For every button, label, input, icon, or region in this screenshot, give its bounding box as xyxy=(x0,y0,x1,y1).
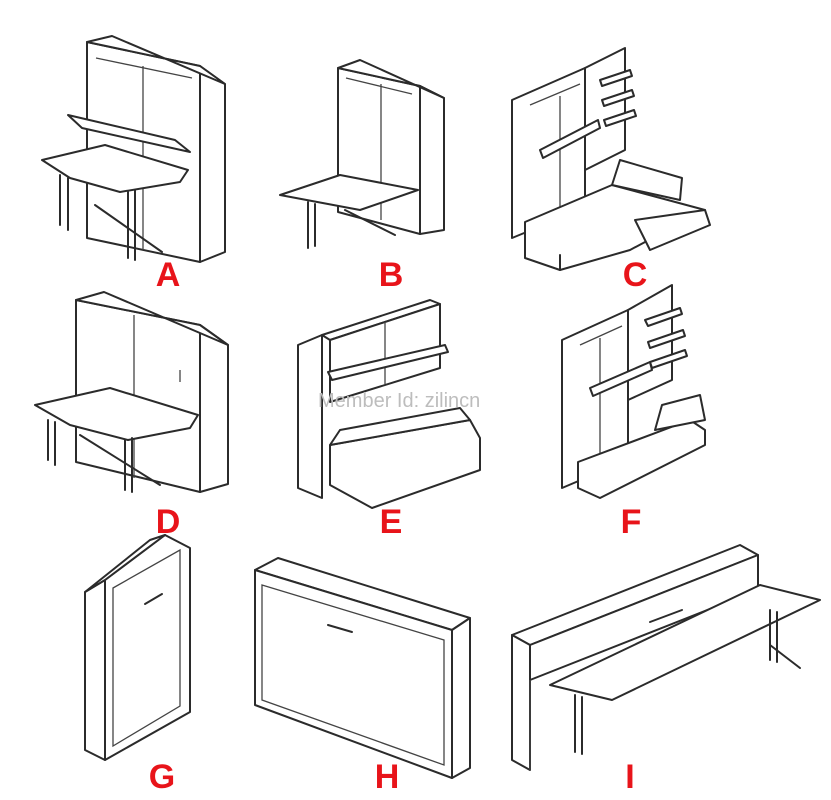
wall-bed-desk-a xyxy=(41,35,226,263)
label-a: A xyxy=(155,256,181,294)
label-h: H xyxy=(374,758,400,796)
horizontal-wall-bed-table-i xyxy=(511,544,821,771)
label-e: E xyxy=(379,503,403,541)
wall-bed-sofa-e xyxy=(297,299,481,509)
vertical-wall-bed-g xyxy=(84,534,191,761)
wall-bed-desk-d xyxy=(34,291,229,493)
label-i: I xyxy=(625,758,635,796)
label-b: B xyxy=(378,256,404,294)
wall-bed-table-b xyxy=(279,59,445,249)
label-d: D xyxy=(155,503,181,541)
label-c: C xyxy=(622,256,648,294)
watermark: Member Id: zilincn xyxy=(318,390,481,412)
label-f: F xyxy=(620,503,642,541)
horizontal-wall-bed-h xyxy=(254,557,471,779)
wall-bed-sofa-shelves-c xyxy=(511,47,711,271)
label-g: G xyxy=(148,758,176,796)
wall-bed-sofa-shelves-f xyxy=(561,284,706,499)
